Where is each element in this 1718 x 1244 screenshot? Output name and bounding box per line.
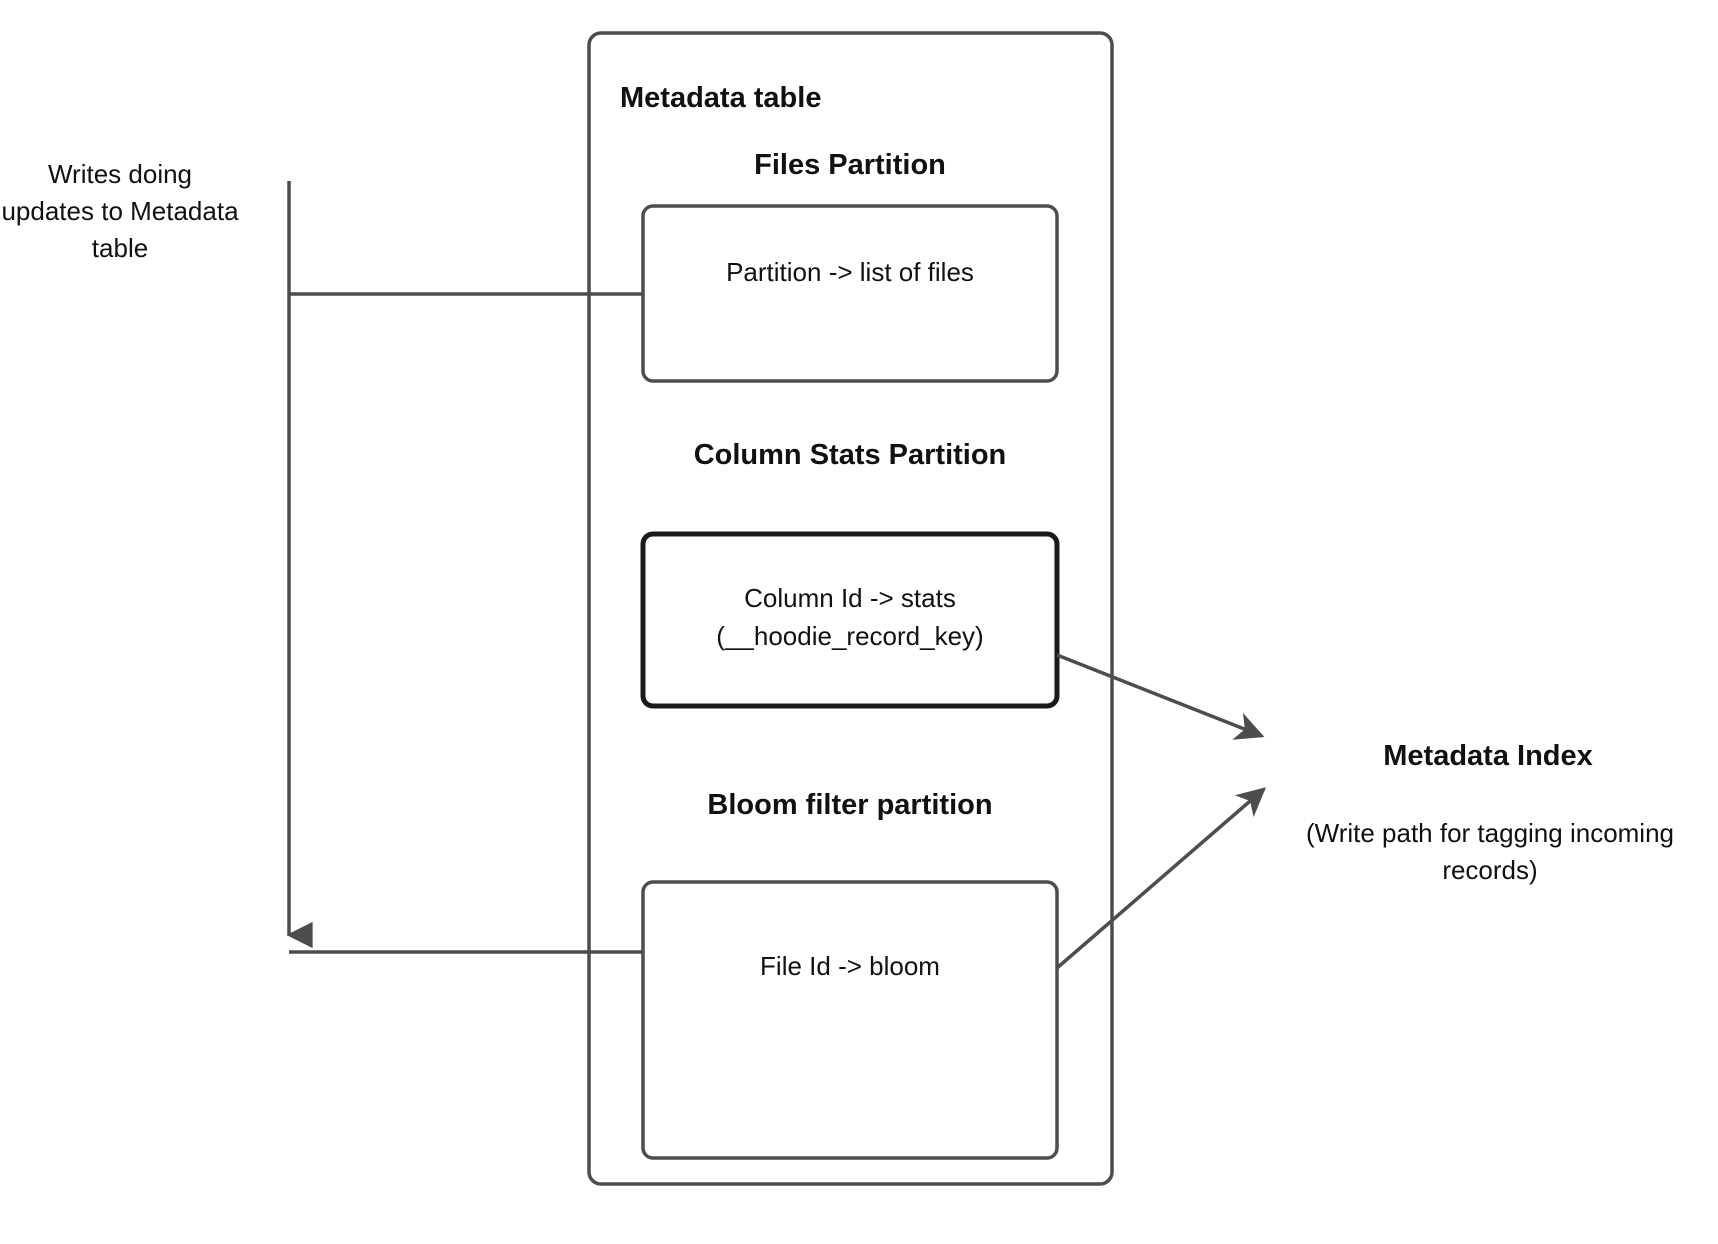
column-stats-to-index-arrow — [1056, 653, 1265, 740]
writes-annotation-label: Writes doing updates to Metadata table — [1, 159, 239, 263]
metadata-table-title: Metadata table — [620, 82, 822, 114]
bloom-filter-box-label: File Id -> bloom — [760, 951, 940, 981]
files-partition-box — [641, 204, 1059, 383]
metadata-index-note: (Write path for tagging incoming records… — [1305, 818, 1675, 885]
files-partition-box-label: Partition -> list of files — [726, 257, 974, 287]
bloom-filter-partition-title: Bloom filter partition — [707, 789, 993, 821]
bloom-filter-to-index-arrow — [1055, 787, 1266, 970]
column-stats-box-label: Column Id -> stats (__hoodie_record_key) — [716, 583, 984, 651]
column-stats-partition-title: Column Stats Partition — [693, 439, 1007, 471]
bloom-filter-box — [641, 880, 1059, 1160]
metadata-index-title: Metadata Index — [1383, 740, 1593, 772]
files-partition-title: Files Partition — [754, 149, 946, 181]
